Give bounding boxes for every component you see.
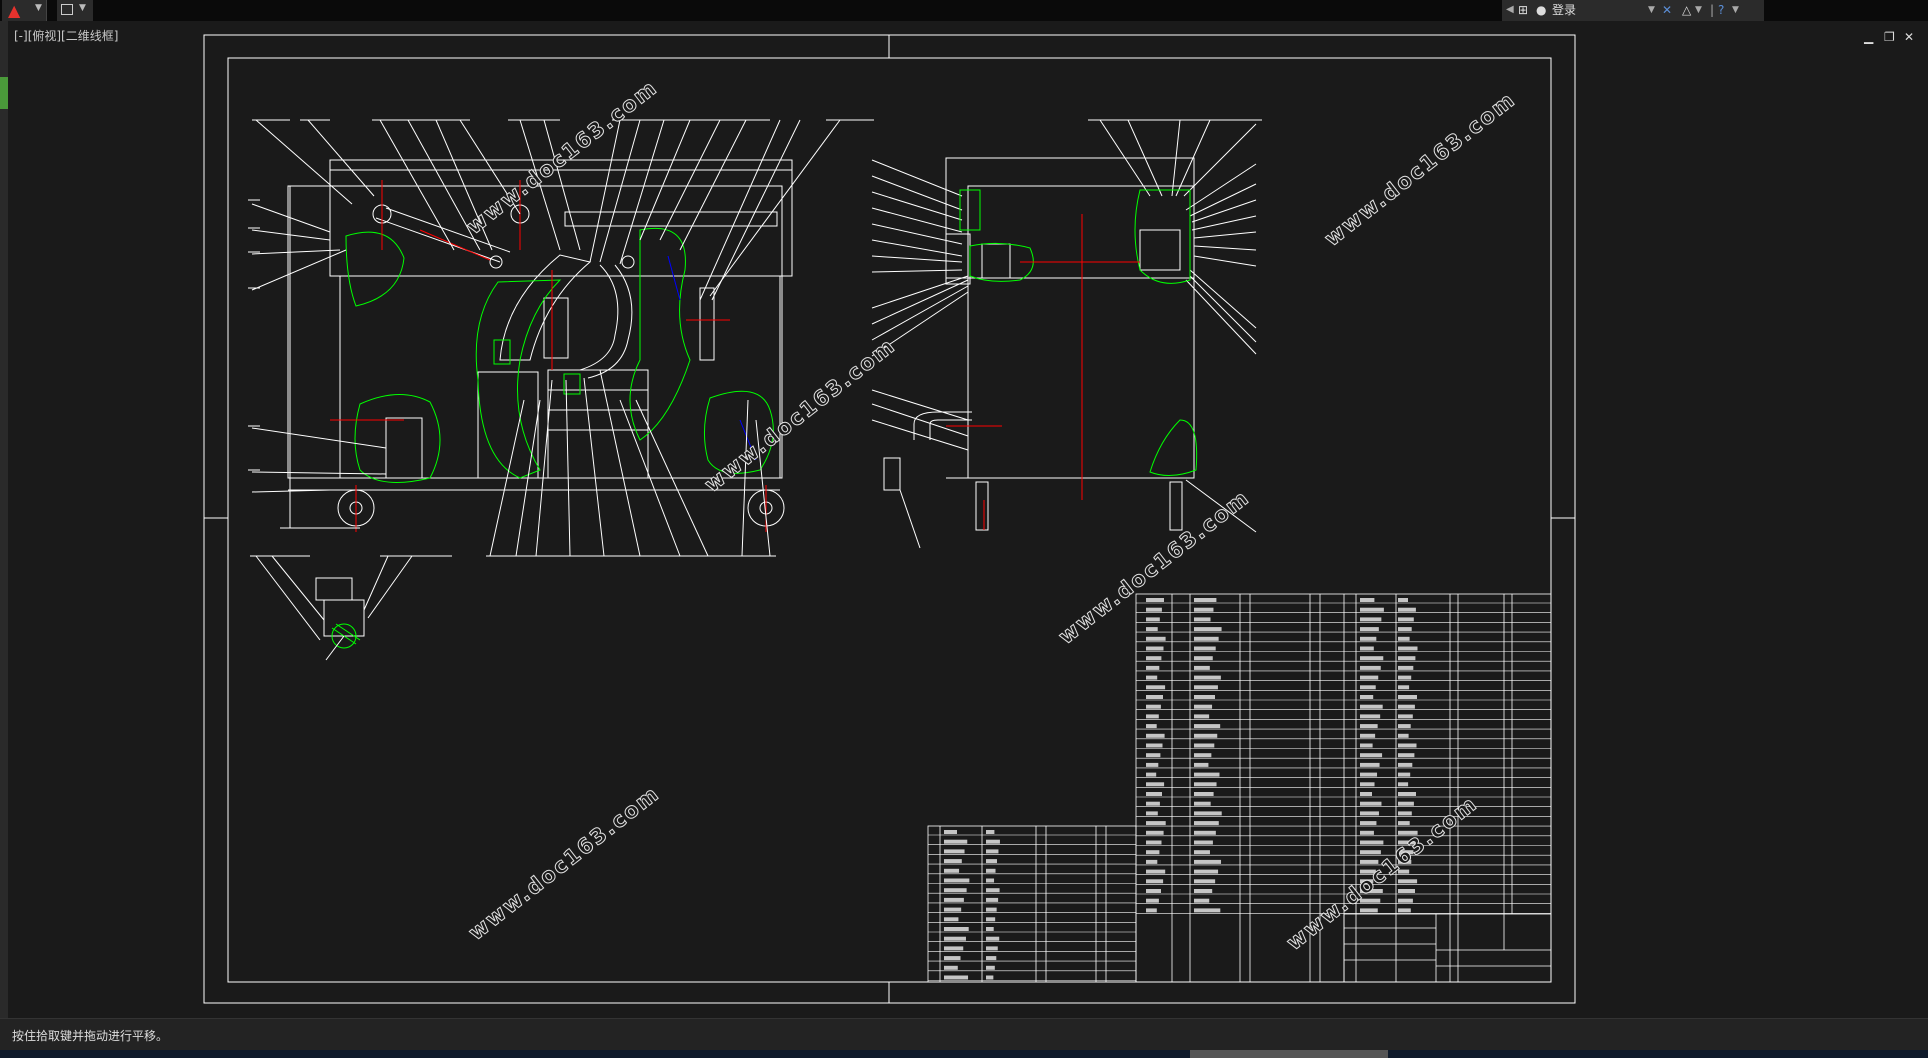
- infocenter-toolbar: ◀ ⊞ ● 登录 ▼ ✕ △ ▼ | ? ▼: [1502, 0, 1764, 21]
- chevron-down-icon: ▼: [79, 3, 86, 13]
- horizontal-scrollbar[interactable]: [1190, 1050, 1388, 1058]
- minimize-icon[interactable]: ▁: [1864, 30, 1874, 44]
- command-line[interactable]: 按住拾取键并拖动进行平移。: [0, 1018, 1928, 1051]
- sign-in-button[interactable]: 登录: [1552, 3, 1577, 17]
- parts-list: [927, 593, 1552, 983]
- chevron-down-icon: ▼: [35, 3, 42, 13]
- chevron-down-icon[interactable]: ▼: [1648, 5, 1655, 15]
- autocad-app-icon: ▲: [8, 1, 21, 20]
- quick-access-toolbar[interactable]: ▼: [57, 0, 93, 21]
- exchange-icon[interactable]: ✕: [1662, 3, 1673, 17]
- sheet-outer-border: [203, 34, 1576, 1004]
- command-prompt-text: 按住拾取键并拖动进行平移。: [12, 1029, 169, 1043]
- chevron-down-icon[interactable]: ▼: [1732, 5, 1739, 15]
- left-edge-strip: [0, 21, 8, 1021]
- sheet-inner-border: [227, 57, 1552, 983]
- drawing-window-controls: ▁ ❐ ✕: [1864, 30, 1924, 46]
- chevron-left-icon[interactable]: ◀: [1506, 4, 1514, 15]
- close-icon[interactable]: ✕: [1904, 30, 1915, 44]
- binoculars-icon[interactable]: ⊞: [1518, 3, 1529, 17]
- title-bar: ▲ ▼ ▼ ◀ ⊞ ● 登录 ▼ ✕ △ ▼ | ? ▼: [0, 0, 1928, 21]
- restore-icon[interactable]: ❐: [1884, 30, 1895, 44]
- help-icon[interactable]: ?: [1718, 3, 1725, 17]
- save-icon[interactable]: [61, 4, 73, 15]
- chevron-down-icon[interactable]: ▼: [1695, 5, 1702, 15]
- user-icon: ●: [1536, 3, 1547, 17]
- status-bar: [0, 1050, 1928, 1058]
- separator: |: [1710, 3, 1715, 17]
- application-menu-button[interactable]: ▲ ▼: [2, 0, 47, 21]
- side-view: [871, 119, 1262, 549]
- detail-view: [250, 555, 452, 661]
- autodesk-app-icon[interactable]: △: [1682, 3, 1692, 17]
- viewport-controls[interactable]: [-][俯视][二维线框]: [14, 29, 119, 43]
